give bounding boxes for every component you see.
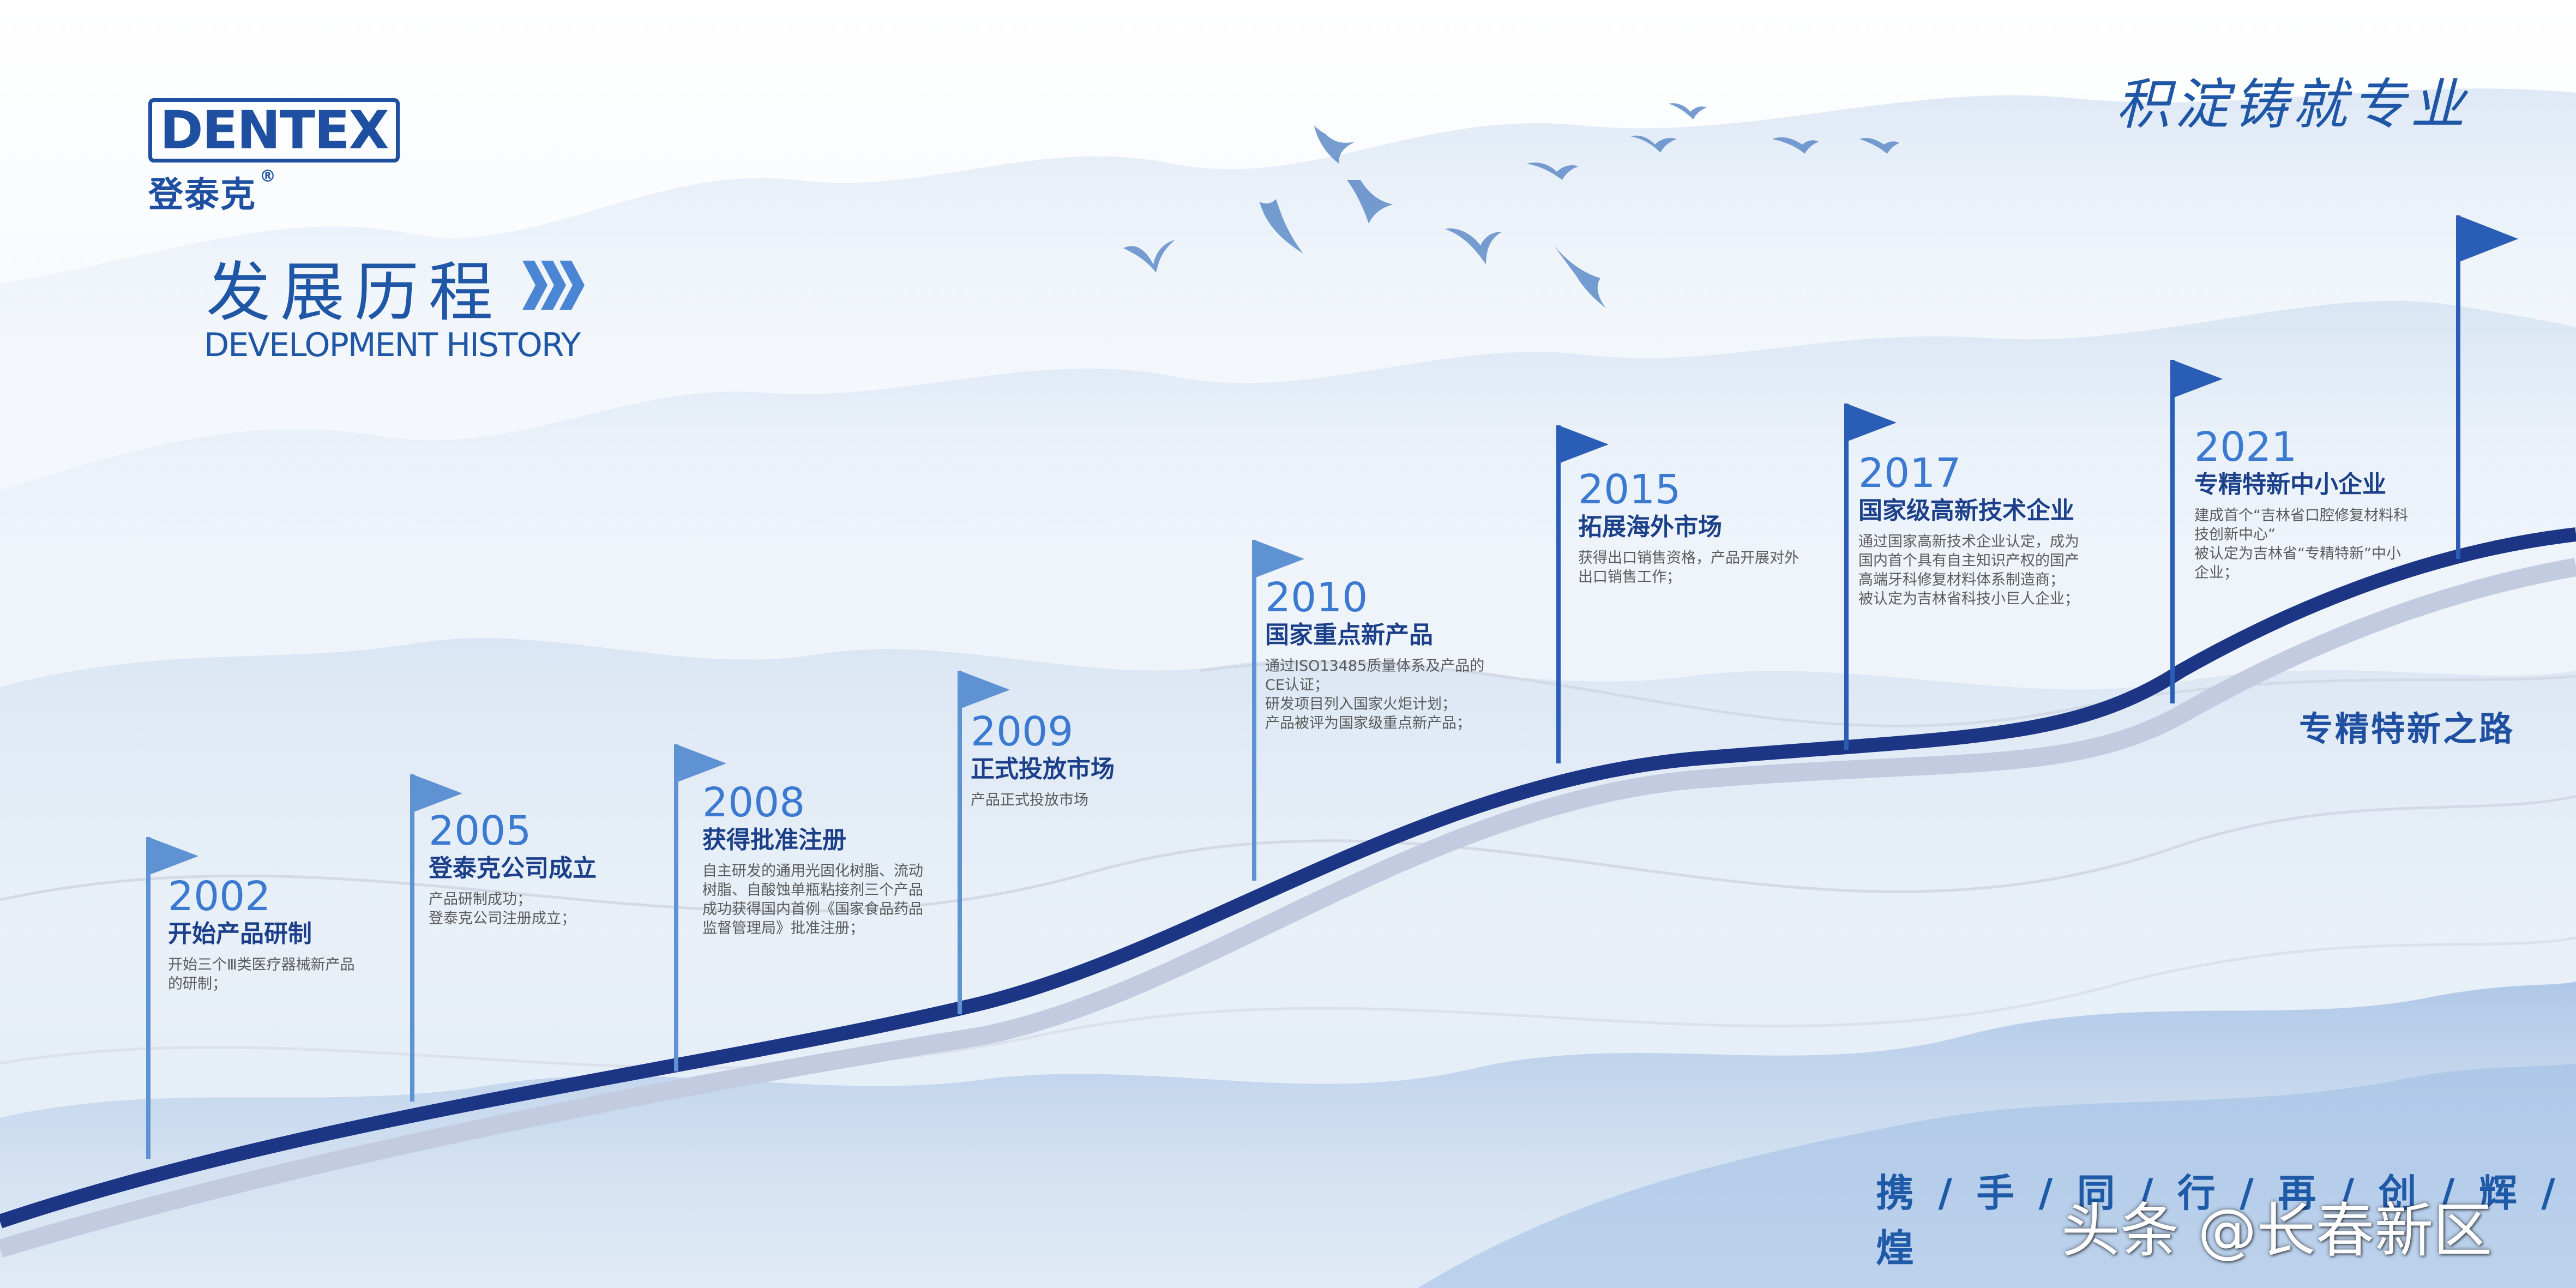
flag-pole: [410, 774, 414, 1102]
flag-pennant: [148, 837, 198, 875]
page-subtitle: DEVELOPMENT HISTORY: [204, 326, 581, 364]
milestone-year: 2015: [1578, 466, 1681, 513]
flag-pole: [2456, 215, 2460, 559]
milestone-2017: 2017 国家级高新技术企业 通过国家高新技术企业认定，成为 国内首个具有自主知…: [1858, 452, 2079, 609]
milestone-title: 专精特新中小企业: [2194, 471, 2386, 498]
bird: [1260, 199, 1303, 254]
flag-pennant: [960, 671, 1010, 709]
bird: [1445, 228, 1502, 264]
milestone-title: 登泰克公司成立: [429, 854, 597, 882]
page-title: 发展历程: [206, 255, 503, 330]
milestone-title: 正式投放市场: [971, 755, 1115, 783]
road-main: [0, 527, 2576, 1229]
flag-pole: [1844, 404, 1849, 750]
watermark: 头条 @长春新区: [2061, 1197, 2493, 1265]
bird: [1554, 245, 1606, 308]
flag: [2170, 360, 2223, 703]
milestone-title: 开始产品研制: [168, 920, 312, 948]
milestone-2008: 2008 获得批准注册 自主研发的通用光固化树脂、流动 树脂、自酸蚀单瓶粘接剂三…: [702, 781, 923, 938]
birds: [1123, 103, 1899, 308]
road-title: 专精特新之路: [2299, 709, 2515, 749]
milestone-2010: 2010 国家重点新产品 通过ISO13485质量体系及产品的 CE认证； 研发…: [1265, 576, 1484, 733]
calligraphy-motto: 积淀铸就专业: [2116, 73, 2469, 136]
bird: [1314, 125, 1355, 164]
triple-chevron-right-icon: [522, 261, 585, 310]
bird: [1772, 137, 1819, 154]
flag-pennant: [2458, 215, 2518, 262]
milestone-description: 通过ISO13485质量体系及产品的 CE认证； 研发项目列入国家火炬计划； 产…: [1265, 658, 1485, 732]
flag-pennant: [1558, 425, 1609, 464]
flag-pennant: [676, 744, 726, 783]
milestone-year: 2010: [1265, 574, 1368, 621]
company-logo: DENTEX 登泰克®: [148, 98, 400, 217]
logo-chinese-name: 登泰克®: [148, 167, 400, 217]
logo-chinese-text: 登泰克: [148, 175, 256, 215]
flag-pole: [958, 671, 962, 1014]
milestone-description: 通过国家高新技术企业认定，成为 国内首个具有自主知识产权的国产 高端牙科修复材料…: [1858, 533, 2079, 607]
slogan: 携 / 手 / 同 / 行 / 再 / 创 / 辉 / 煌: [1876, 1171, 2561, 1271]
flag-pennant: [412, 774, 462, 812]
milestone-year: 2002: [168, 873, 271, 920]
flag-pennant: [1254, 540, 1304, 578]
flag-pole: [674, 744, 678, 1072]
logo-wordmark: DENTEX: [148, 98, 400, 162]
decor-curve-2: [0, 936, 2576, 1069]
milestone-year: 2008: [702, 779, 805, 826]
milestone-year: 2009: [971, 708, 1074, 755]
mountain-range-foreground: [1418, 1063, 2576, 1288]
flag: [146, 837, 198, 1159]
milestone-2015: 2015 拓展海外市场 获得出口销售资格，产品开展对外 出口销售工作；: [1578, 468, 1799, 587]
flag: [1844, 404, 1897, 750]
flag-pole: [146, 837, 151, 1159]
milestone-description: 产品正式投放市场: [971, 792, 1088, 809]
flag: [1556, 425, 1609, 763]
milestone-2002: 2002 开始产品研制 开始三个Ⅲ类医疗器械新产品 的研制；: [168, 875, 355, 994]
bird: [1859, 138, 1899, 154]
flag-pole: [1556, 425, 1561, 763]
milestone-description: 获得出口销售资格，产品开展对外 出口销售工作；: [1578, 550, 1799, 586]
flag: [2456, 215, 2518, 559]
milestone-description: 自主研发的通用光固化树脂、流动 树脂、自酸蚀单瓶粘接剂三个产品 成功获得国内首例…: [702, 863, 923, 937]
milestone-description: 建成首个“吉林省口腔修复材料科 技创新中心” 被认定为吉林省“专精特新”中小 企…: [2194, 507, 2408, 581]
decor-curve-3: [1199, 661, 2576, 727]
flag-pennant: [2172, 360, 2223, 398]
bird: [1527, 162, 1579, 180]
mountain-range-mid: [0, 300, 2576, 763]
road-shadow: [0, 558, 2576, 1258]
milestone-title: 国家级高新技术企业: [1858, 497, 2074, 525]
bird: [1669, 103, 1707, 119]
milestone-description: 产品研制成功； 登泰克公司注册成立；: [429, 891, 576, 927]
milestone-2009: 2009 正式投放市场 产品正式投放市场: [971, 710, 1115, 810]
flag-pole: [1252, 540, 1256, 881]
flag-pennant: [1846, 404, 1897, 442]
flag: [674, 744, 726, 1072]
bird: [1630, 135, 1677, 153]
milestone-year: 2017: [1858, 450, 1961, 497]
milestone-title: 拓展海外市场: [1578, 513, 1722, 541]
milestone-title: 国家重点新产品: [1265, 621, 1433, 649]
bird: [1123, 240, 1175, 273]
flag-pole: [2170, 360, 2175, 703]
flag: [410, 774, 462, 1102]
registered-mark: ®: [260, 167, 277, 186]
milestone-title: 获得批准注册: [702, 826, 846, 854]
milestone-2021: 2021 专精特新中小企业 建成首个“吉林省口腔修复材料科 技创新中心” 被认定…: [2194, 425, 2408, 582]
bird: [1347, 180, 1393, 224]
flag: [958, 671, 1010, 1014]
flag: [1252, 540, 1304, 881]
milestone-2005: 2005 登泰克公司成立 产品研制成功； 登泰克公司注册成立；: [429, 809, 597, 928]
milestone-year: 2021: [2194, 424, 2297, 471]
milestone-year: 2005: [429, 808, 532, 854]
milestone-description: 开始三个Ⅲ类医疗器械新产品 的研制；: [168, 956, 355, 992]
